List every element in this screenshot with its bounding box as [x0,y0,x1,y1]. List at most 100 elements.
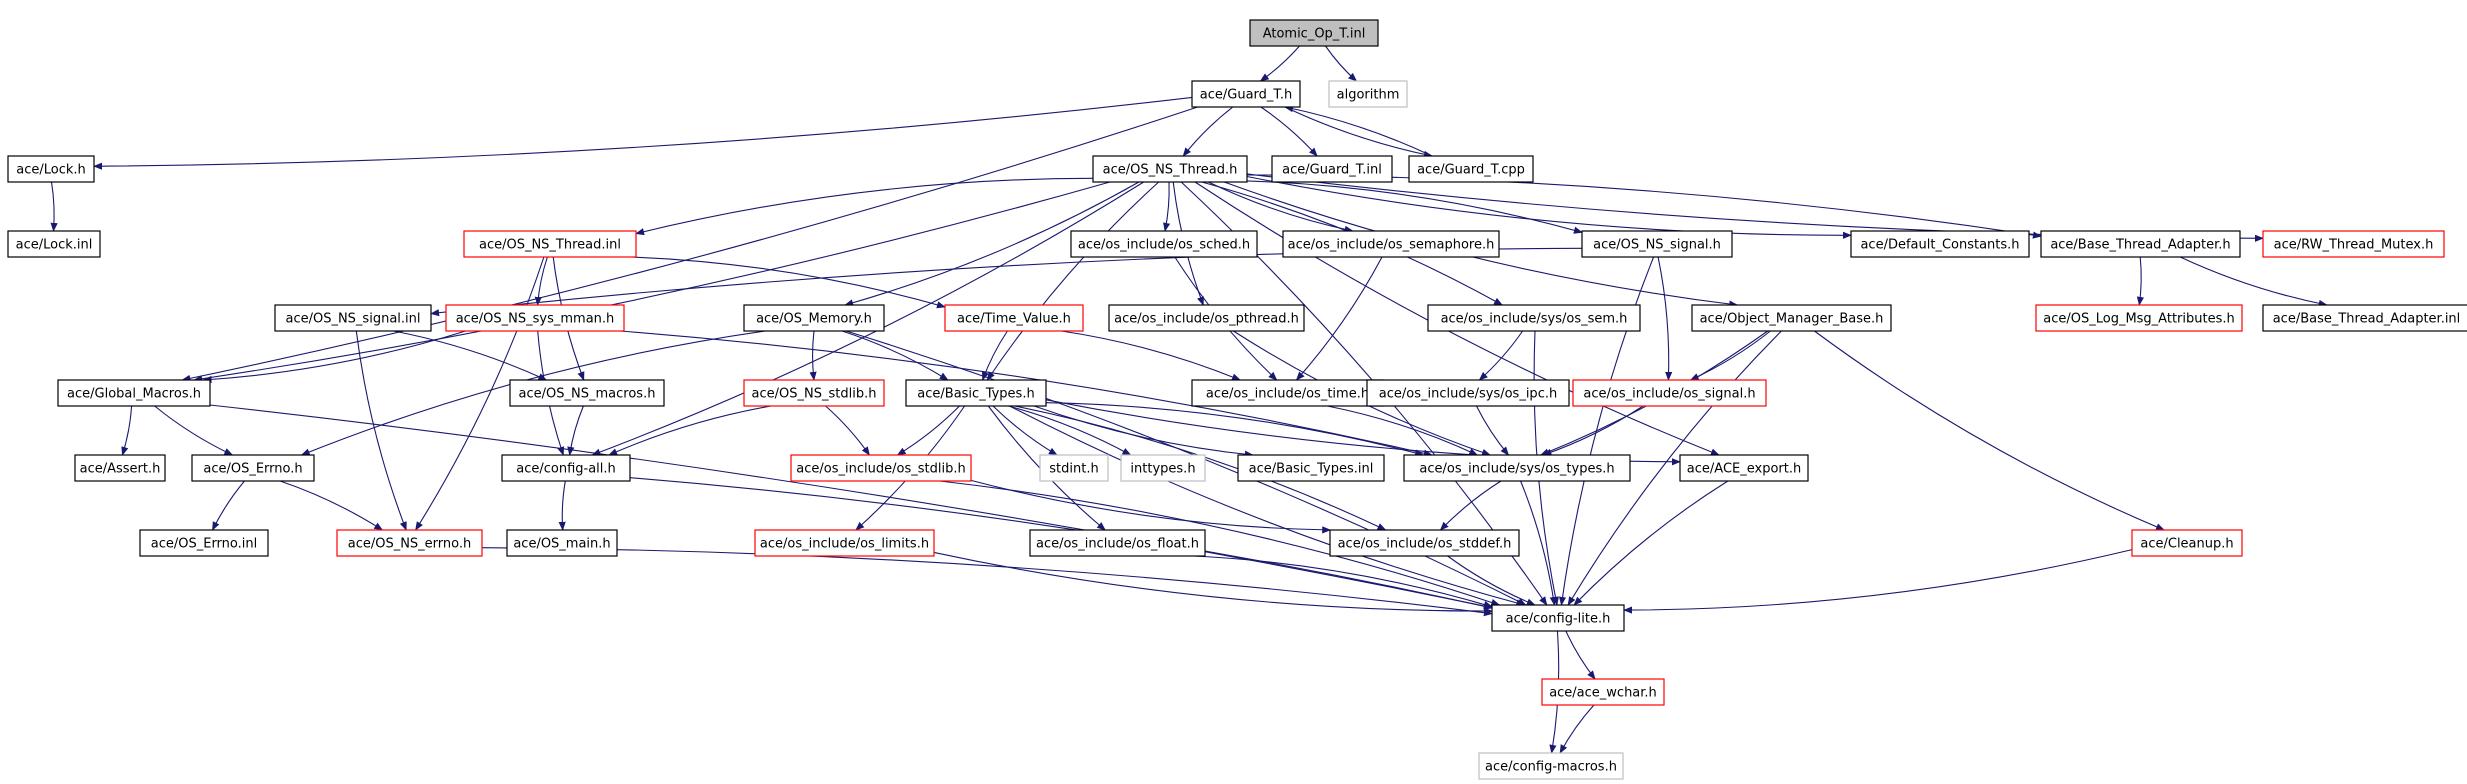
node-os-ns-signal-inl[interactable]: ace/OS_NS_signal.inl [274,304,432,332]
node-box[interactable] [2035,304,2243,332]
node-stdint-h[interactable]: stdint.h [1039,454,1109,482]
node-box[interactable] [1237,454,1385,482]
node-os-stddef-h[interactable]: ace/os_include/os_stddef.h [1329,529,1520,557]
node-default-constants-h[interactable]: ace/Default_Constants.h [1850,230,2030,258]
node-lock-h[interactable]: ace/Lock.h [7,155,95,183]
node-box[interactable] [1092,155,1248,183]
node-box[interactable] [944,304,1084,332]
node-box[interactable] [501,454,631,482]
node-box[interactable] [743,379,885,407]
node-os-sched-h[interactable]: ace/os_include/os_sched.h [1070,230,1258,258]
node-os-errno-inl[interactable]: ace/OS_Errno.inl [139,529,269,557]
node-basic-types-inl[interactable]: ace/Basic_Types.inl [1237,454,1385,482]
node-box[interactable] [1328,80,1408,108]
node-box[interactable] [1191,80,1301,108]
node-box[interactable] [1572,379,1767,407]
node-box[interactable] [754,529,935,557]
node-box[interactable] [790,454,972,482]
node-box[interactable] [274,304,432,332]
node-os-ns-thread-h[interactable]: ace/OS_NS_Thread.h [1092,155,1248,183]
node-object-manager-base-h[interactable]: ace/Object_Manager_Base.h [1691,304,1892,332]
node-box[interactable] [1249,19,1379,47]
node-rw-thread-mutex-h[interactable]: ace/RW_Thread_Mutex.h [2262,230,2445,258]
node-box[interactable] [2262,230,2445,258]
node-guard-t-inl[interactable]: ace/Guard_T.inl [1271,155,1393,183]
node-global-macros-h[interactable]: ace/Global_Macros.h [57,379,211,407]
node-box[interactable] [7,230,101,258]
node-base-thread-adapter-inl[interactable]: ace/Base_Thread_Adapter.inl [2262,304,2467,332]
node-box[interactable] [509,379,665,407]
node-box[interactable] [1029,529,1206,557]
node-basic-types-h[interactable]: ace/Basic_Types.h [905,379,1047,407]
node-box[interactable] [1282,230,1500,258]
node-box[interactable] [1691,304,1892,332]
node-box[interactable] [139,529,269,557]
node-os-ipc-h[interactable]: ace/os_include/sys/os_ipc.h [1366,379,1570,407]
node-os-limits-h[interactable]: ace/os_include/os_limits.h [754,529,935,557]
node-ace-export-h[interactable]: ace/ACE_export.h [1679,454,1809,482]
node-os-ns-macros-h[interactable]: ace/OS_NS_macros.h [509,379,665,407]
node-cleanup-h[interactable]: ace/Cleanup.h [2131,529,2243,557]
node-config-macros-h[interactable]: ace/config-macros.h [1478,752,1624,780]
node-box[interactable] [1271,155,1393,183]
node-box[interactable] [1070,230,1258,258]
node-config-lite-h[interactable]: ace/config-lite.h [1491,604,1625,632]
node-box[interactable] [1427,304,1641,332]
node-os-stdlib-h[interactable]: ace/os_include/os_stdlib.h [790,454,972,482]
node-box[interactable] [57,379,211,407]
node-box[interactable] [1491,604,1625,632]
node-guard-t-h[interactable]: ace/Guard_T.h [1191,80,1301,108]
node-box[interactable] [743,304,885,332]
node-box[interactable] [2262,304,2467,332]
node-os-memory-h[interactable]: ace/OS_Memory.h [743,304,885,332]
node-box[interactable] [2040,230,2241,258]
node-box[interactable] [1478,752,1624,780]
node-inttypes-h[interactable]: inttypes.h [1120,454,1206,482]
node-os-ns-errno-h[interactable]: ace/OS_NS_errno.h [336,529,483,557]
node-lock-inl[interactable]: ace/Lock.inl [7,230,101,258]
node-box[interactable] [7,155,95,183]
node-box[interactable] [191,454,315,482]
node-os-signal-h[interactable]: ace/os_include/os_signal.h [1572,379,1767,407]
node-box[interactable] [1403,454,1631,482]
node-box[interactable] [336,529,483,557]
node-box[interactable] [1408,155,1534,183]
node-os-float-h[interactable]: ace/os_include/os_float.h [1029,529,1206,557]
node-time-value-h[interactable]: ace/Time_Value.h [944,304,1084,332]
node-algorithm[interactable]: algorithm [1328,80,1408,108]
node-box[interactable] [1366,379,1570,407]
node-os-ns-sys-mman-h[interactable]: ace/OS_NS_sys_mman.h [445,304,625,332]
node-box[interactable] [1581,230,1733,258]
node-box[interactable] [1850,230,2030,258]
node-assert-h[interactable]: ace/Assert.h [74,454,166,482]
node-box[interactable] [74,454,166,482]
node-base-thread-adapter-h[interactable]: ace/Base_Thread_Adapter.h [2040,230,2241,258]
node-os-semaphore-h[interactable]: ace/os_include/os_semaphore.h [1282,230,1500,258]
node-box[interactable] [445,304,625,332]
node-os-log-msg-attributes-h[interactable]: ace/OS_Log_Msg_Attributes.h [2035,304,2243,332]
node-os-main-h[interactable]: ace/OS_main.h [506,529,618,557]
node-os-time-h[interactable]: ace/os_include/os_time.h [1191,379,1384,407]
node-os-ns-thread-inl[interactable]: ace/OS_NS_Thread.inl [463,230,637,258]
node-box[interactable] [1120,454,1206,482]
node-box[interactable] [1039,454,1109,482]
node-box[interactable] [1679,454,1809,482]
node-os-errno-h[interactable]: ace/OS_Errno.h [191,454,315,482]
node-box[interactable] [1108,304,1305,332]
node-config-all-h[interactable]: ace/config-all.h [501,454,631,482]
node-atomic-op-t-inl[interactable]: Atomic_Op_T.inl [1249,19,1379,47]
node-box[interactable] [463,230,637,258]
node-os-ns-signal-h[interactable]: ace/OS_NS_signal.h [1581,230,1733,258]
node-box[interactable] [2131,529,2243,557]
node-box[interactable] [1541,678,1665,706]
node-os-types-h[interactable]: ace/os_include/sys/os_types.h [1403,454,1631,482]
node-os-sem-h[interactable]: ace/os_include/sys/os_sem.h [1427,304,1641,332]
node-os-ns-stdlib-h[interactable]: ace/OS_NS_stdlib.h [743,379,885,407]
node-box[interactable] [905,379,1047,407]
node-box[interactable] [1329,529,1520,557]
node-guard-t-cpp[interactable]: ace/Guard_T.cpp [1408,155,1534,183]
node-os-pthread-h[interactable]: ace/os_include/os_pthread.h [1108,304,1305,332]
node-box[interactable] [506,529,618,557]
node-box[interactable] [1191,379,1384,407]
node-ace-wchar-h[interactable]: ace/ace_wchar.h [1541,678,1665,706]
